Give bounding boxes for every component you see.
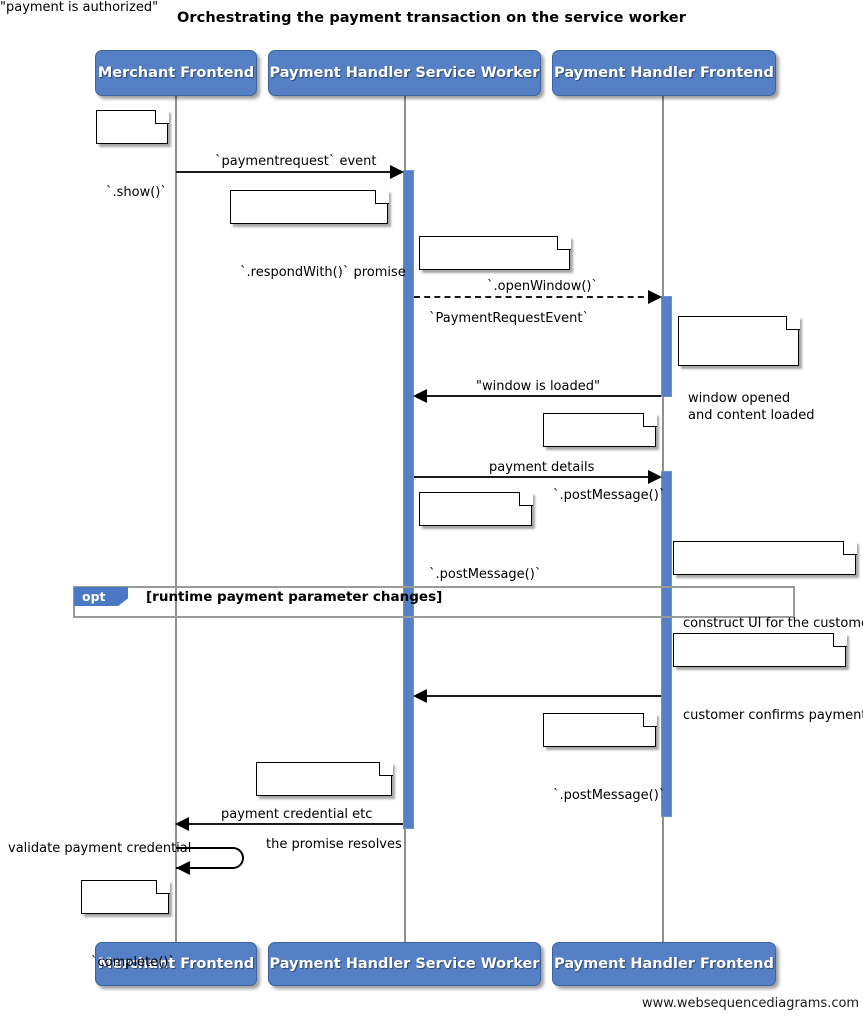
note-respondwith-text: `.respondWith()` promise — [240, 265, 406, 280]
note-postmessage-3-text: `.postMessage()` — [553, 788, 666, 803]
note-postmessage-1: `.postMessage()` — [543, 412, 665, 503]
activation-service-worker — [403, 170, 414, 829]
message-arrow-paymentrequest — [390, 165, 404, 179]
note-fold-edge-icon — [642, 412, 657, 427]
actor-footer-payment-handler-frontend-label: Payment Handler Frontend — [554, 956, 774, 972]
message-line-payment-authorized — [427, 695, 661, 697]
fragment-opt-keyword: opt — [82, 589, 106, 604]
message-label-payment-authorized: "payment is authorized" — [0, 0, 159, 15]
note-construct-ui-text: construct UI for the customer — [683, 616, 863, 631]
note-fold-edge-icon — [154, 109, 169, 124]
message-self-loop-validate — [176, 847, 244, 869]
message-arrow-window-is-loaded — [413, 389, 427, 403]
lifeline-merchant — [175, 95, 177, 943]
note-complete-text: `complete()` — [91, 955, 175, 970]
message-arrow-payment-details — [648, 470, 662, 484]
message-arrow-payment-credential — [175, 817, 189, 831]
actor-footer-service-worker-label: Payment Handler Service Worker — [269, 956, 540, 972]
note-fold-edge-icon — [378, 761, 393, 776]
note-respondwith: `.respondWith()` promise — [230, 189, 406, 280]
message-label-window-is-loaded: "window is loaded" — [476, 379, 600, 394]
note-fold-edge-icon — [518, 491, 533, 506]
message-label-payment-details: payment details — [489, 460, 595, 475]
note-postmessage-2-text: `.postMessage()` — [429, 567, 542, 582]
note-fold-edge-icon — [785, 315, 800, 330]
actor-footer-merchant-label: Merchant Frontend — [97, 956, 255, 972]
note-promise-resolves-text: the promise resolves — [266, 837, 402, 852]
note-fold-edge-icon — [642, 712, 657, 727]
fragment-opt-condition: [runtime payment parameter changes] — [146, 589, 443, 605]
actor-header-merchant-label: Merchant Frontend — [97, 65, 255, 81]
actor-header-payment-handler-frontend[interactable]: Payment Handler Frontend — [552, 50, 776, 96]
note-window-opened-text: window opened and content loaded — [688, 391, 815, 423]
note-customer-confirms: customer confirms payment — [673, 632, 863, 723]
note-window-opened: window opened and content loaded — [678, 315, 815, 423]
footer-credit[interactable]: www.websequencediagrams.com — [642, 996, 860, 1011]
actor-header-service-worker-label: Payment Handler Service Worker — [269, 65, 540, 81]
note-construct-ui: construct UI for the customer — [673, 540, 863, 631]
note-customer-confirms-text: customer confirms payment — [683, 708, 863, 723]
message-label-payment-credential: payment credential etc — [221, 807, 373, 822]
activation-payment-handler-frontend — [661, 296, 672, 397]
note-paymentrequestevent: `PaymentRequestEvent` — [419, 235, 589, 326]
note-postmessage-3: `.postMessage()` — [543, 712, 665, 803]
page-title: Orchestrating the payment transaction on… — [177, 10, 686, 26]
message-label-openwindow: `.openWindow()` — [487, 279, 598, 294]
actor-header-service-worker[interactable]: Payment Handler Service Worker — [268, 50, 541, 96]
fragment-opt-tab[interactable]: opt — [74, 587, 128, 606]
message-line-openwindow — [414, 296, 654, 298]
note-postmessage-2: `.postMessage()` — [419, 491, 541, 582]
note-show-text: `.show()` — [106, 185, 167, 200]
message-line-payment-details — [414, 476, 654, 478]
actor-footer-merchant[interactable]: Merchant Frontend — [95, 942, 257, 986]
note-complete: `complete()` — [81, 879, 175, 970]
actor-header-merchant[interactable]: Merchant Frontend — [95, 50, 257, 96]
message-arrow-payment-authorized — [413, 689, 427, 703]
message-arrow-openwindow — [648, 290, 662, 304]
message-line-payment-credential — [189, 823, 403, 825]
note-postmessage-1-text: `.postMessage()` — [553, 488, 666, 503]
note-paymentrequestevent-text: `PaymentRequestEvent` — [429, 311, 589, 326]
message-line-window-is-loaded — [427, 395, 661, 397]
actor-footer-payment-handler-frontend[interactable]: Payment Handler Frontend — [552, 942, 776, 986]
note-fold-edge-icon — [842, 540, 857, 555]
message-label-paymentrequest: `paymentrequest` event — [215, 154, 377, 169]
note-promise-resolves: the promise resolves — [256, 761, 402, 852]
actor-header-payment-handler-frontend-label: Payment Handler Frontend — [554, 65, 774, 81]
message-label-validate: validate payment credential — [8, 841, 192, 856]
note-fold-edge-icon — [832, 632, 847, 647]
note-show: `.show()` — [96, 109, 169, 200]
note-fold-edge-icon — [374, 189, 389, 204]
message-line-paymentrequest — [176, 171, 396, 173]
message-arrow-validate — [176, 861, 190, 875]
note-fold-edge-icon — [155, 879, 170, 894]
note-fold-edge-icon — [556, 235, 571, 250]
actor-footer-service-worker[interactable]: Payment Handler Service Worker — [268, 942, 541, 986]
activation-payment-handler-frontend-2 — [661, 471, 672, 817]
